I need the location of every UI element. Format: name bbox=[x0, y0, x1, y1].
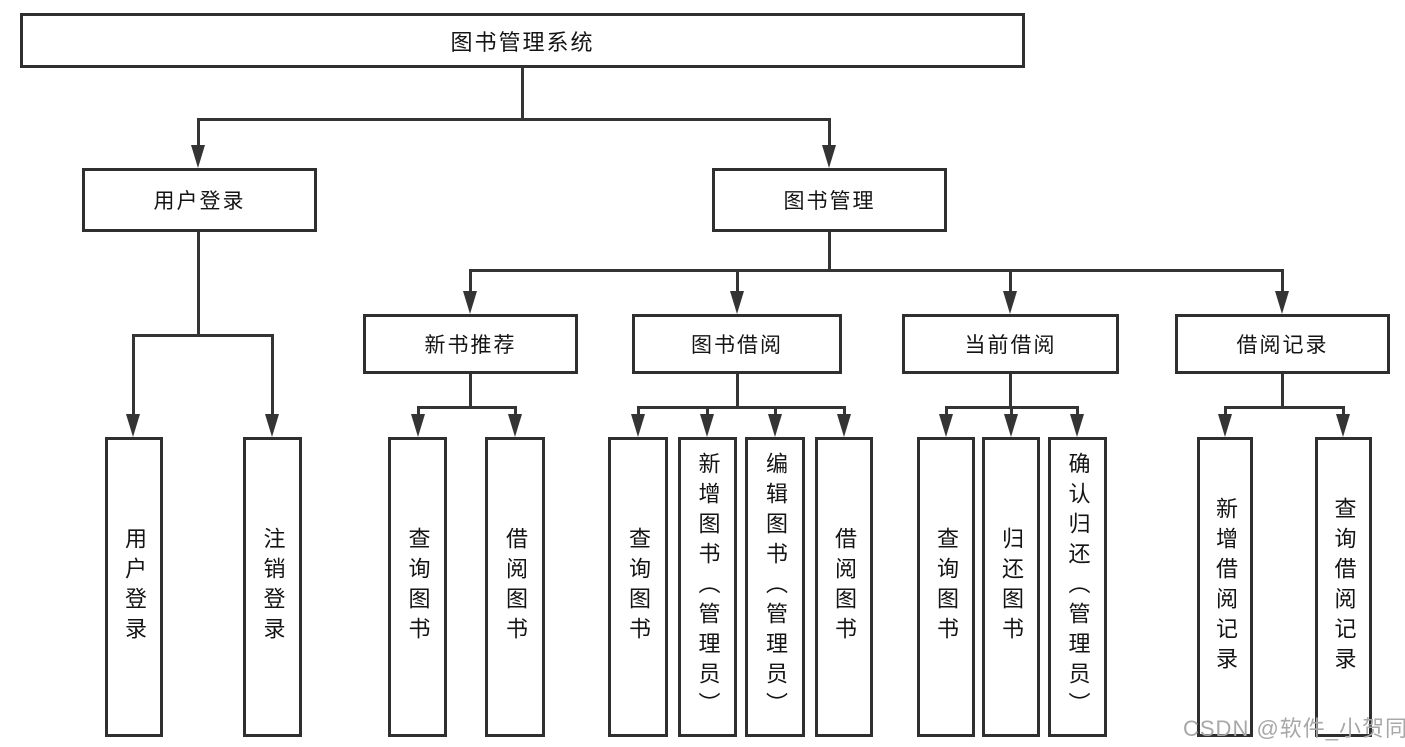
leaf-user-login-label: 用户登录 bbox=[122, 527, 147, 647]
csdn-watermark: CSDN @软件_小贺同学 bbox=[1183, 716, 1405, 741]
arrow-down-icon bbox=[508, 414, 522, 437]
leaf-br-add-record-label: 新增借阅记录 bbox=[1213, 497, 1238, 677]
arrow-down-icon bbox=[411, 414, 425, 437]
node-borrowing-records-label: 借阅记录 bbox=[1236, 334, 1329, 357]
connector-line bbox=[945, 406, 948, 417]
connector-line bbox=[469, 269, 1284, 272]
connector-line bbox=[828, 118, 831, 148]
leaf-nb-query-books-label: 查询图书 bbox=[405, 527, 431, 647]
connector-line bbox=[1224, 406, 1345, 409]
connector-line bbox=[1010, 406, 1013, 417]
leaf-cb-query-books-label: 查询图书 bbox=[934, 527, 959, 647]
connector-line bbox=[1342, 406, 1345, 417]
connector-line bbox=[637, 406, 640, 417]
node-book-borrowing: 图书借阅 bbox=[632, 314, 842, 374]
connector-line bbox=[271, 334, 274, 417]
connector-line bbox=[637, 406, 846, 409]
connector-line bbox=[1076, 406, 1079, 417]
arrow-down-icon bbox=[1218, 414, 1232, 437]
node-book-borrowing-label: 图书借阅 bbox=[691, 334, 783, 357]
node-book-management: 图书管理 bbox=[712, 168, 947, 232]
leaf-bb-borrow-books-label: 借阅图书 bbox=[832, 527, 857, 647]
leaf-nb-borrow-books-label: 借阅图书 bbox=[503, 527, 528, 647]
arrow-down-icon bbox=[939, 414, 953, 437]
connector-line bbox=[1281, 374, 1284, 408]
node-new-book-recommend: 新书推荐 bbox=[363, 314, 578, 374]
arrow-down-icon bbox=[1070, 414, 1084, 437]
node-user-login: 用户登录 bbox=[82, 168, 317, 232]
arrow-down-icon bbox=[631, 414, 645, 437]
connector-line bbox=[469, 269, 472, 295]
arrow-down-icon bbox=[1003, 291, 1017, 314]
leaf-bb-edit-books-admin: 编辑图书（管理员） bbox=[745, 437, 805, 737]
leaf-nb-borrow-books: 借阅图书 bbox=[485, 437, 545, 737]
arrow-down-icon bbox=[1004, 414, 1018, 437]
arrow-down-icon bbox=[1336, 414, 1350, 437]
leaf-bb-query-books: 查询图书 bbox=[608, 437, 668, 737]
leaf-cb-return-books: 归还图书 bbox=[982, 437, 1040, 737]
leaf-user-login: 用户登录 bbox=[105, 437, 163, 737]
leaf-bb-edit-books-admin-label: 编辑图书（管理员） bbox=[763, 452, 788, 722]
connector-line bbox=[736, 374, 739, 408]
connector-line bbox=[1009, 269, 1012, 295]
arrow-down-icon bbox=[463, 291, 477, 314]
node-borrowing-records: 借阅记录 bbox=[1175, 314, 1390, 374]
arrow-down-icon bbox=[837, 414, 851, 437]
arrow-down-icon bbox=[700, 414, 714, 437]
arrow-down-icon bbox=[1275, 291, 1289, 314]
connector-line bbox=[132, 334, 135, 417]
connector-line bbox=[774, 406, 777, 417]
leaf-cb-return-books-label: 归还图书 bbox=[999, 527, 1024, 647]
connector-line bbox=[514, 406, 517, 417]
connector-line bbox=[417, 406, 517, 409]
connector-line bbox=[521, 68, 524, 120]
connector-line bbox=[828, 232, 831, 272]
leaf-bb-add-books-admin: 新增图书（管理员） bbox=[678, 437, 737, 737]
leaf-cb-confirm-return-admin: 确认归还（管理员） bbox=[1048, 437, 1107, 737]
connector-line bbox=[132, 334, 273, 337]
leaf-cb-query-books: 查询图书 bbox=[917, 437, 975, 737]
node-root: 图书管理系统 bbox=[20, 13, 1025, 68]
leaf-bb-query-books-label: 查询图书 bbox=[626, 527, 651, 647]
node-root-label: 图书管理系统 bbox=[450, 29, 595, 55]
leaf-bb-add-books-admin-label: 新增图书（管理员） bbox=[695, 452, 721, 722]
leaf-logout: 注销登录 bbox=[243, 437, 302, 737]
connector-line bbox=[417, 406, 420, 417]
node-book-management-label: 图书管理 bbox=[783, 190, 876, 213]
arrow-down-icon bbox=[126, 414, 140, 437]
leaf-cb-confirm-return-admin-label: 确认归还（管理员） bbox=[1065, 452, 1091, 722]
node-user-login-label: 用户登录 bbox=[153, 190, 246, 213]
node-current-borrowing-label: 当前借阅 bbox=[964, 334, 1057, 357]
arrow-down-icon bbox=[730, 291, 744, 314]
connector-line bbox=[197, 118, 200, 148]
connector-line bbox=[1009, 374, 1012, 408]
connector-line bbox=[1281, 269, 1284, 295]
connector-line bbox=[197, 118, 831, 121]
leaf-nb-query-books: 查询图书 bbox=[388, 437, 447, 737]
arrow-down-icon bbox=[768, 414, 782, 437]
leaf-logout-label: 注销登录 bbox=[260, 527, 286, 647]
leaf-br-query-record-label: 查询借阅记录 bbox=[1331, 497, 1357, 677]
connector-line bbox=[197, 232, 200, 336]
arrow-down-icon bbox=[822, 145, 836, 168]
arrow-down-icon bbox=[191, 145, 205, 168]
connector-line bbox=[469, 374, 472, 408]
leaf-br-query-record: 查询借阅记录 bbox=[1315, 437, 1372, 737]
leaf-bb-borrow-books: 借阅图书 bbox=[815, 437, 873, 737]
leaf-br-add-record: 新增借阅记录 bbox=[1197, 437, 1253, 737]
node-new-book-recommend-label: 新书推荐 bbox=[424, 334, 517, 357]
node-current-borrowing: 当前借阅 bbox=[902, 314, 1119, 374]
connector-line bbox=[736, 269, 739, 295]
arrow-down-icon bbox=[265, 414, 279, 437]
connector-line bbox=[843, 406, 846, 417]
connector-line bbox=[1224, 406, 1227, 417]
connector-line bbox=[706, 406, 709, 417]
